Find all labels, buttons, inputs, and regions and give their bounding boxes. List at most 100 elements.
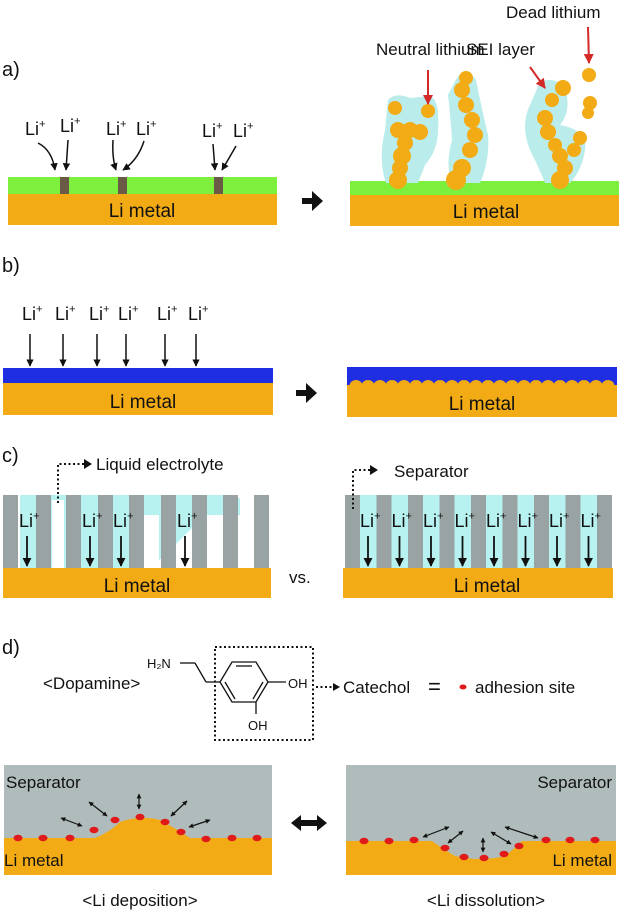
ion-charge: + [39, 118, 46, 130]
deposit-bump [517, 380, 531, 392]
uniform-deposit-bumps [349, 380, 615, 392]
deposit-bump [457, 380, 471, 392]
ion-charge: + [150, 118, 157, 130]
separator-fiber [66, 495, 81, 568]
li-metal-substrate [3, 383, 273, 415]
dead-lithium-pointer [583, 26, 594, 64]
li-deposition-caption: <Li deposition> [82, 891, 197, 910]
adhesion-site-dot [65, 834, 75, 842]
separator-fiber [161, 495, 176, 568]
li-metal-label: Li metal [4, 851, 64, 870]
adhesion-site-dot [201, 835, 211, 843]
separator-fiber [345, 495, 360, 568]
deposit-bump [409, 380, 423, 392]
benzene-ring [219, 661, 269, 703]
curved-arrow [110, 139, 118, 171]
deposit-bump [397, 380, 411, 392]
hydroxyl-label: OH [248, 718, 268, 733]
li-ion-group: Li+Li+Li+Li+Li+Li+ [25, 115, 254, 141]
panel-c-label: c) [2, 445, 19, 467]
lithium-particle [545, 93, 559, 107]
lithium-particle [467, 127, 483, 143]
li-ion-label: Li+ [89, 303, 110, 324]
adhesion-interaction-arrows [422, 826, 539, 853]
adhesion-site-dot [13, 834, 23, 842]
dopamine-structure [180, 661, 286, 714]
ion-charge: + [127, 510, 134, 522]
adhesion-site-dot [110, 816, 120, 824]
uniform-separator: Li+Li+Li+Li+Li+Li+Li+Li+ [345, 495, 612, 568]
ion-charge: + [171, 303, 178, 315]
lithium-particle [552, 148, 568, 164]
li-dissolution-pit [346, 841, 616, 875]
adhesion-site-icon [459, 684, 467, 690]
hydroxyl-label: OH [288, 676, 308, 691]
deposit-bump [553, 380, 567, 392]
ion-charge: + [532, 510, 539, 522]
lithium-particle [459, 71, 473, 85]
dopamine-label: <Dopamine> [43, 674, 140, 693]
separator-fiber [471, 495, 486, 568]
separator-fiber [98, 495, 113, 568]
ion-charge: + [96, 510, 103, 522]
sei-layer-pointer [529, 66, 546, 89]
panel-a: a) Li metal Li+Li+Li+Li+Li+Li+ Li metal [2, 3, 619, 226]
deposit-bump [541, 380, 555, 392]
separator-fiber [502, 495, 518, 568]
conventional-separator: Li+Li+Li+Li+ [3, 495, 269, 568]
deposit-bump [589, 380, 603, 392]
li-ion-label: Li+ [60, 115, 81, 136]
equals-sign: = [428, 674, 441, 699]
ion-charge: + [132, 303, 139, 315]
adhesion-sites [359, 836, 600, 862]
pointer-arrowhead-icon [84, 459, 92, 469]
adhesion-site-dot [409, 836, 419, 844]
transition-arrow-icon [302, 191, 323, 211]
ion-charge: + [374, 510, 381, 522]
lithium-particle [557, 160, 573, 176]
sei-layer-label: SEI layer [466, 40, 535, 59]
deposit-bump [493, 380, 507, 392]
li-ion-group: Li+Li+Li+Li+Li+Li+ [22, 303, 209, 367]
neutral-lithium-label: Neutral lithium [376, 40, 485, 59]
dotted-pointer [352, 469, 370, 509]
panel-d-label: d) [2, 637, 20, 659]
lithium-particle [388, 101, 402, 115]
versus-label: vs. [289, 568, 311, 587]
li-metal-label: Li metal [449, 394, 516, 415]
adhesion-site-dot [565, 836, 575, 844]
adhesion-site-dot [89, 826, 99, 834]
adhesion-site-dot [479, 854, 489, 862]
separator-fiber [439, 495, 455, 568]
separator-fiber [129, 495, 144, 568]
ion-charge: + [406, 510, 413, 522]
separator-label: Separator [6, 773, 81, 792]
ion-charge: + [69, 303, 76, 315]
sei-defect [60, 177, 69, 194]
lithium-particle [453, 159, 471, 177]
amine-group-label: H₂N [147, 656, 171, 671]
separator-fiber [597, 495, 612, 568]
adhesion-site-dot [359, 837, 369, 845]
adhesion-site-dot [541, 836, 551, 844]
li-metal-substrate [343, 568, 613, 598]
li-dissolution-caption: <Li dissolution> [427, 891, 545, 910]
ion-charge: + [247, 120, 254, 132]
ion-charge: + [36, 303, 43, 315]
li-metal-substrate [350, 195, 619, 226]
lithium-particle [454, 82, 470, 98]
adhesion-site-label: adhesion site [475, 678, 575, 697]
lithium-particle [573, 131, 587, 145]
adhesion-site-dot [38, 834, 48, 842]
bond [194, 662, 207, 683]
panel-a-label: a) [2, 59, 20, 81]
lithium-particle [464, 112, 480, 128]
adhesion-site-dot [135, 813, 145, 821]
ion-arrows [37, 139, 237, 171]
ion-charge: + [595, 510, 602, 522]
adhesion-interaction-arrows [60, 793, 211, 828]
ion-charge: + [437, 510, 444, 522]
adhesion-site-dot [227, 834, 237, 842]
li-ion-label: Li+ [202, 120, 223, 141]
